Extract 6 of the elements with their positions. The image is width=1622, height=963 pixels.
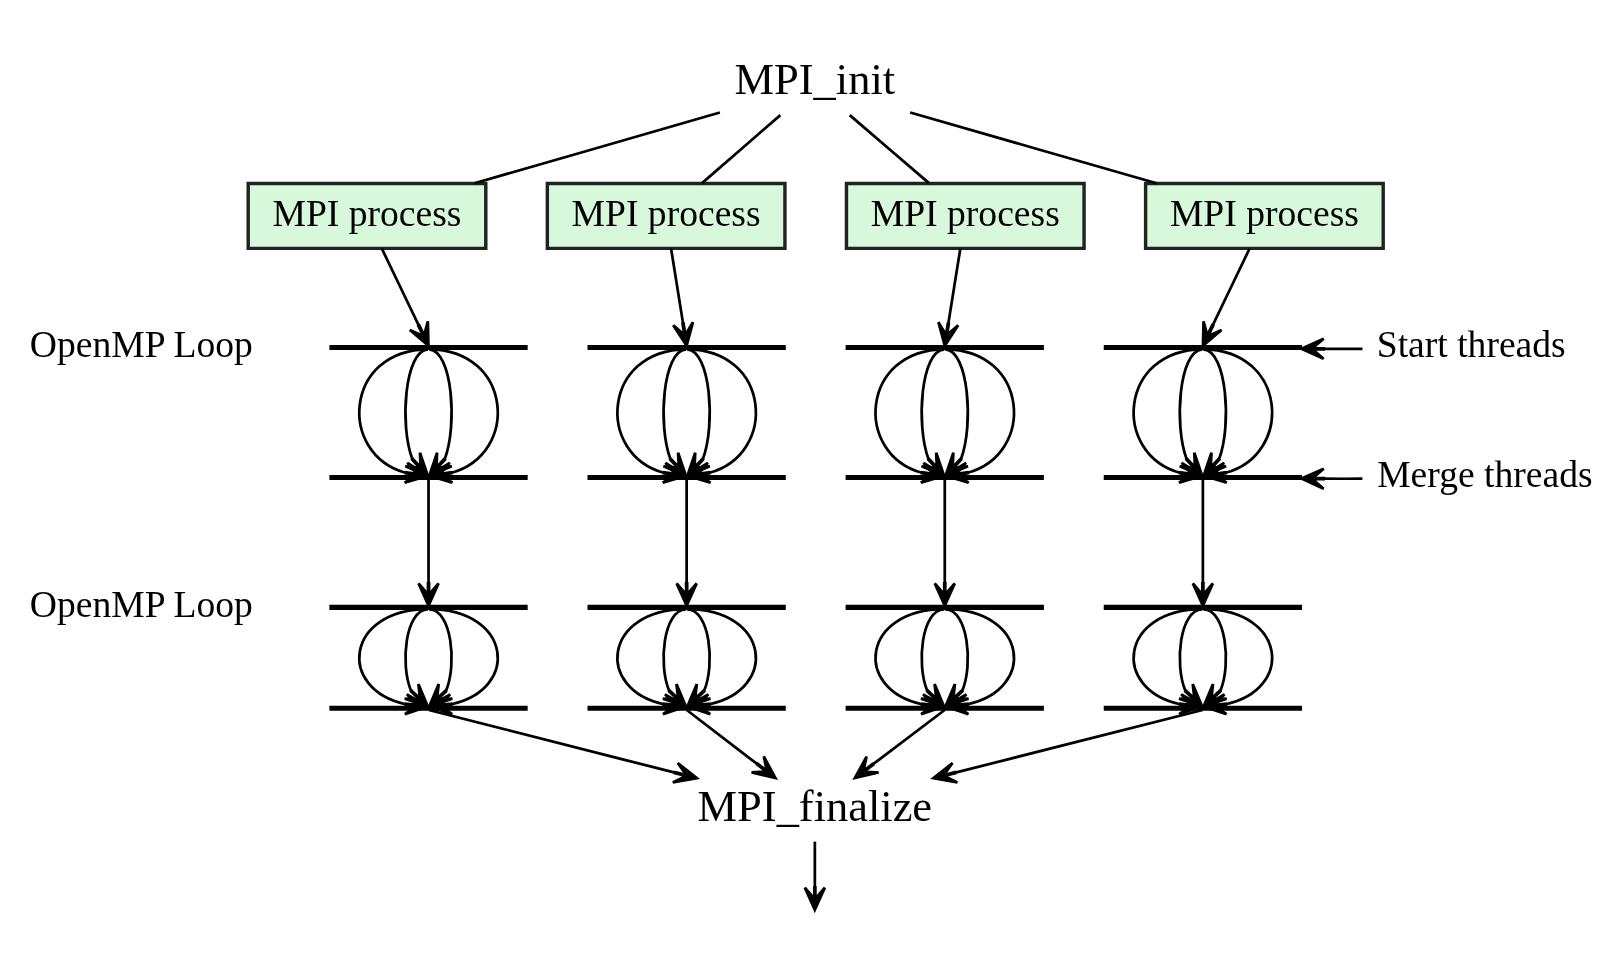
label: OpenMP Loop	[29, 582, 253, 625]
node-text: MPI_init	[734, 54, 896, 105]
node-text: Merge threads	[1377, 453, 1593, 496]
node-text: MPI_finalize	[697, 780, 933, 831]
label: OpenMP Loop	[29, 323, 253, 366]
node-text: Start threads	[1376, 323, 1566, 366]
